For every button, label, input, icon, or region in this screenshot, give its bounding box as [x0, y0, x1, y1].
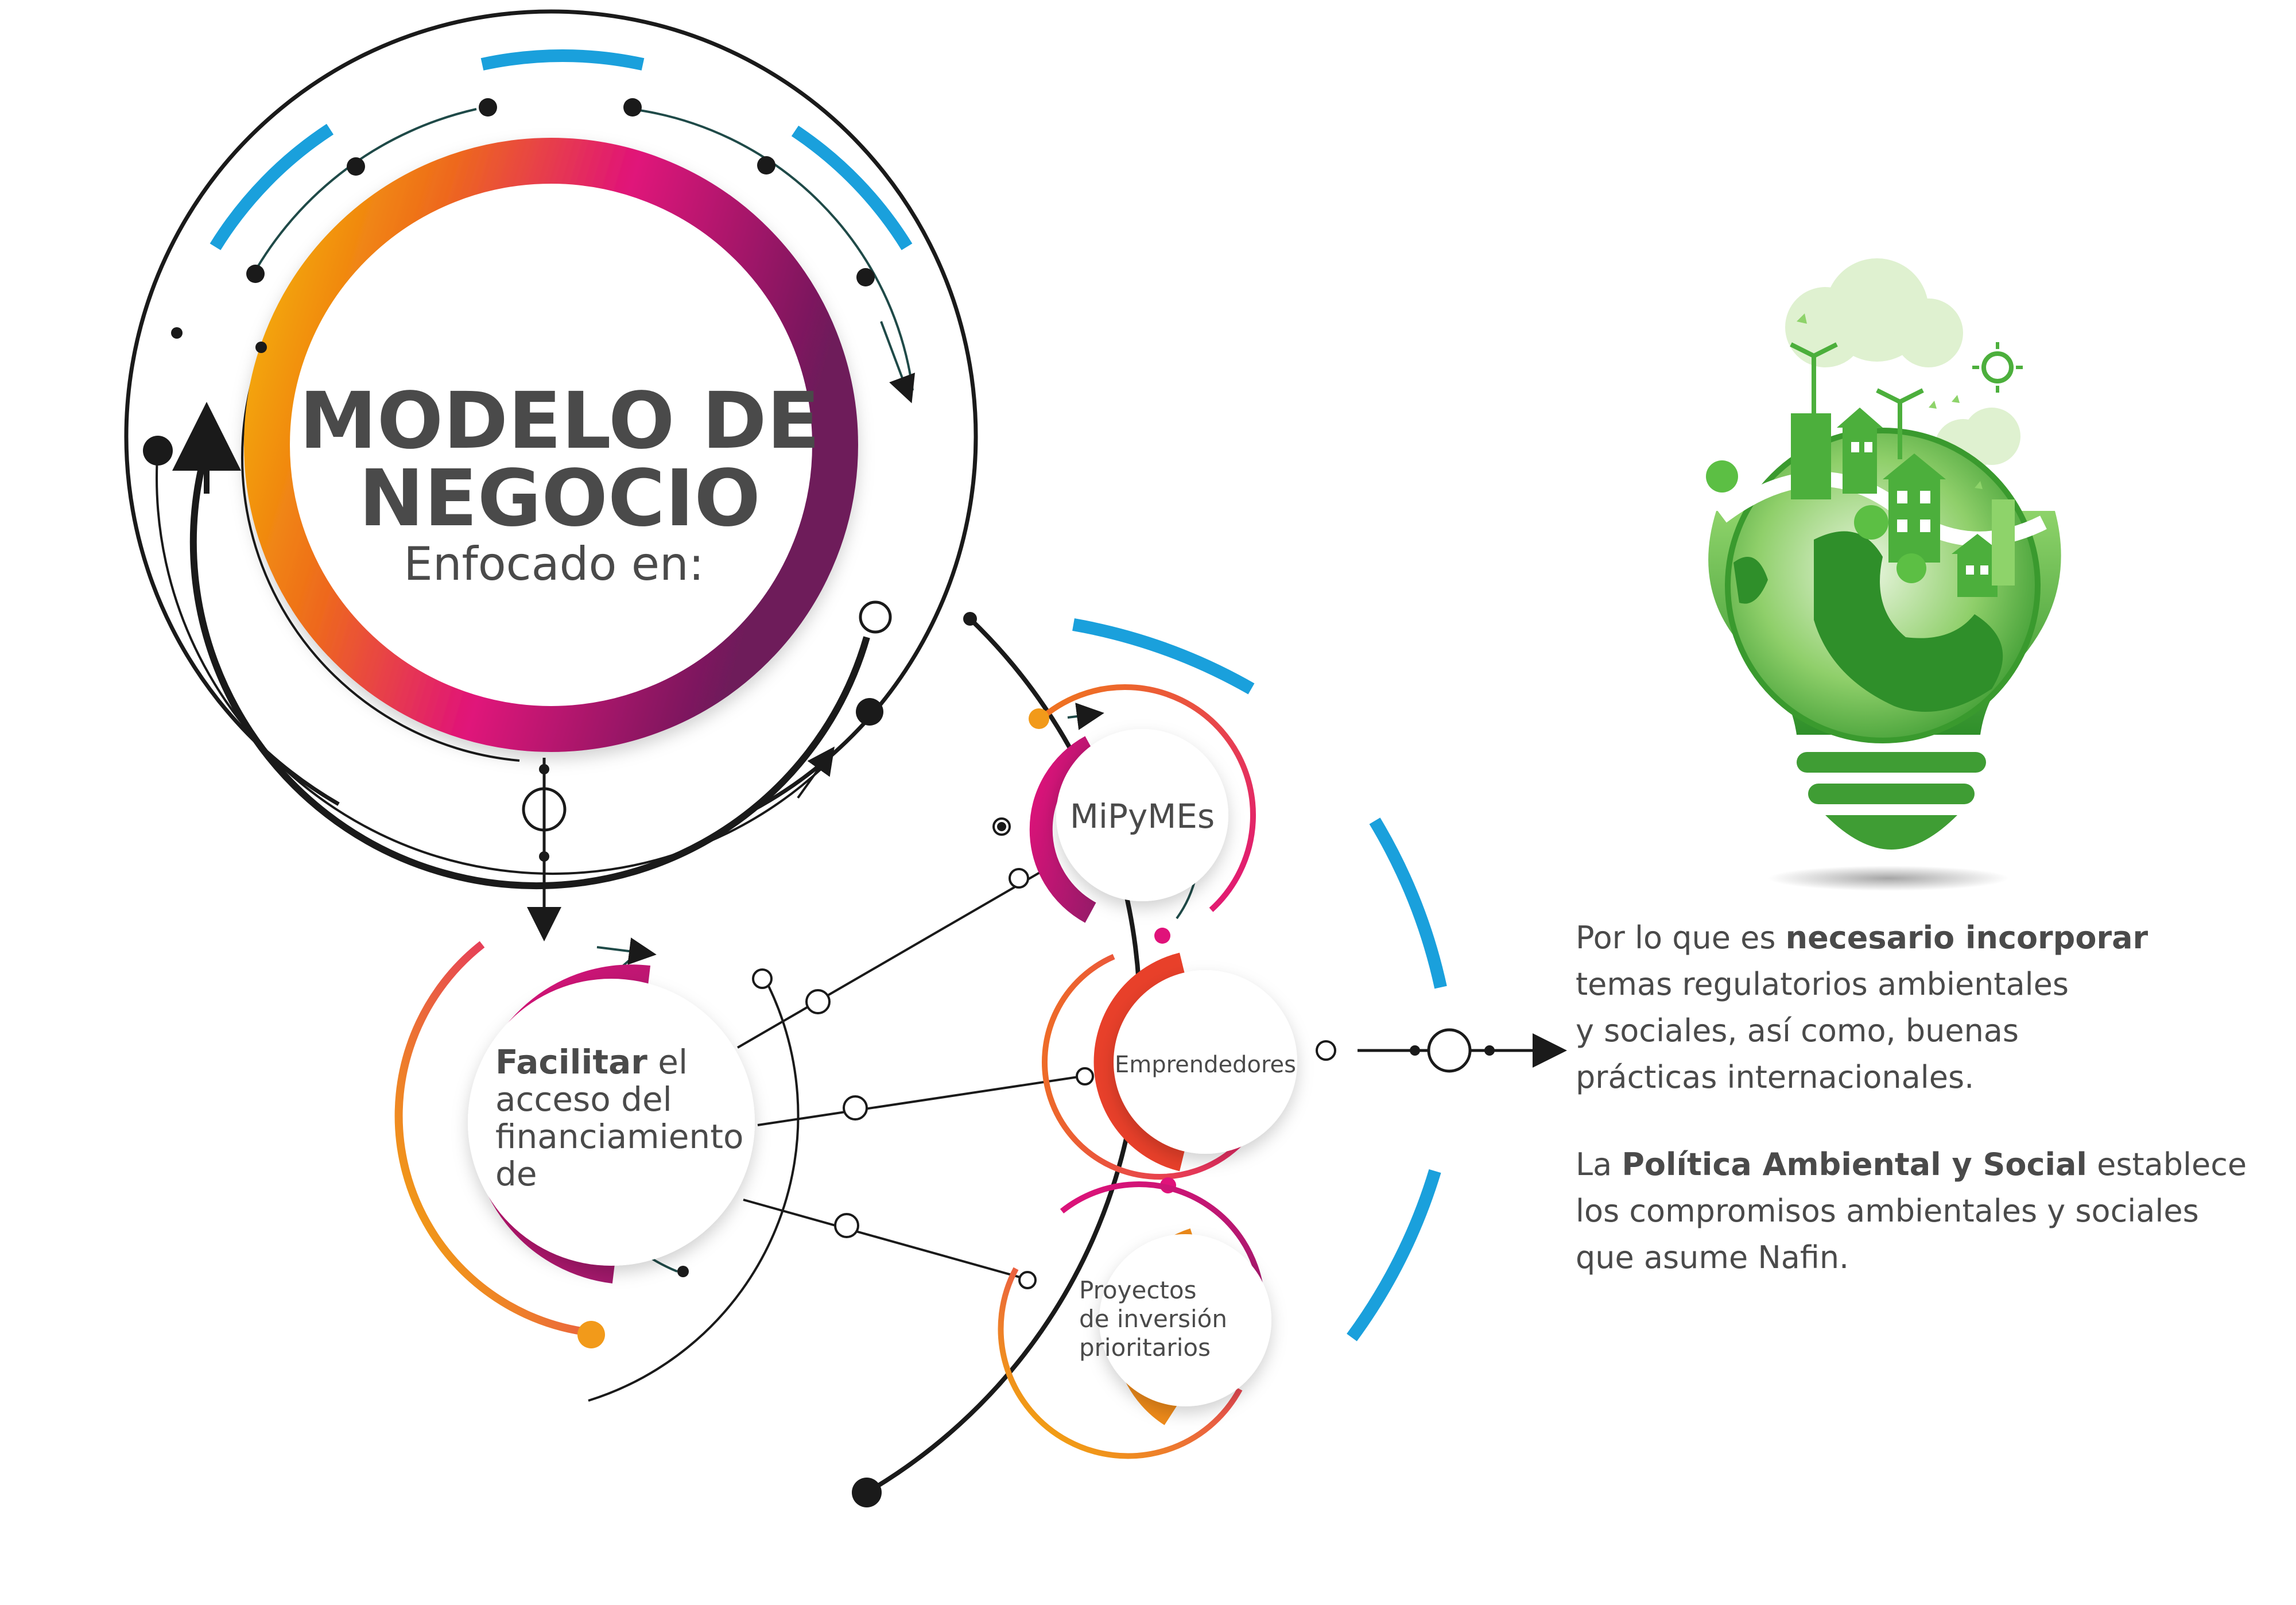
- blue-accent-arc: [791, 125, 913, 250]
- side-p1-line2: temas regulatorios ambientales: [1576, 966, 2069, 1002]
- arrow-head: [880, 321, 916, 404]
- main-title-line2: NEGOCIO: [359, 453, 761, 544]
- side-p1-line3: y sociales, así como, buenas: [1576, 1013, 2019, 1049]
- side-p2-line1: La Política Ambiental y Social establece: [1576, 1146, 2247, 1183]
- decorative-dots: [143, 98, 883, 862]
- main-circle-group: MODELO DE NEGOCIO Enfocado en:: [124, 9, 978, 941]
- hollow-node: [859, 600, 892, 634]
- side-p1-line4: prácticas internacionales.: [1576, 1059, 1974, 1095]
- blue-accent-arc: [480, 49, 645, 71]
- thin-black-arc: [241, 344, 520, 762]
- target-label: de inversión: [1079, 1305, 1227, 1333]
- gradient-ring: [244, 138, 858, 752]
- blue-accent-arc: [1072, 618, 1255, 695]
- target-label: MiPyMEs: [1070, 797, 1215, 836]
- side-p2-line2: los compromisos ambientales y sociales: [1576, 1193, 2199, 1229]
- inner-thin-ring: [631, 108, 914, 391]
- blue-accent-arc: [210, 123, 334, 250]
- thin-black-arc: [156, 447, 822, 875]
- side-text: Por lo que es necesario incorporar temas…: [1576, 920, 2247, 1276]
- target-proyectos: Proyectos de inversión prioritarios: [998, 1181, 1271, 1459]
- blue-accent-arc: [1347, 1169, 1441, 1342]
- arrow-head: [797, 746, 835, 799]
- focus-line3: financiamiento: [495, 1117, 743, 1156]
- connectors: [736, 817, 1336, 1289]
- blue-accent-arc: [1369, 817, 1447, 989]
- target-mipymes: MiPyMEs: [1029, 684, 1256, 923]
- focus-line2: acceso del: [495, 1080, 672, 1119]
- target-label: Emprendedores: [1115, 1052, 1296, 1078]
- focus-circle: [468, 979, 755, 1266]
- outer-ring: [124, 9, 978, 863]
- thick-black-arc: [189, 447, 870, 890]
- side-p1-line1: Por lo que es necesario incorporar: [1576, 920, 2148, 956]
- focus-node: Facilitar el acceso del financiamiento d…: [394, 937, 800, 1402]
- hollow-node: [1427, 1028, 1472, 1073]
- focus-end-dot: [577, 1321, 605, 1348]
- lightbulb-green-city-icon: [1706, 258, 2061, 891]
- focus-text: Facilitar el: [495, 1042, 688, 1081]
- side-p2-line3: que asume Nafin.: [1576, 1239, 1849, 1276]
- focus-line4: de: [495, 1154, 537, 1193]
- main-subtitle: Enfocado en:: [404, 537, 704, 591]
- main-title-line1: MODELO DE: [299, 376, 820, 467]
- focus-outer-arc: [394, 941, 587, 1336]
- target-label: Proyectos: [1079, 1276, 1196, 1304]
- target-label: prioritarios: [1079, 1333, 1211, 1362]
- target-emprendedores: Emprendedores: [1042, 944, 1297, 1180]
- inner-thin-ring: [251, 108, 477, 276]
